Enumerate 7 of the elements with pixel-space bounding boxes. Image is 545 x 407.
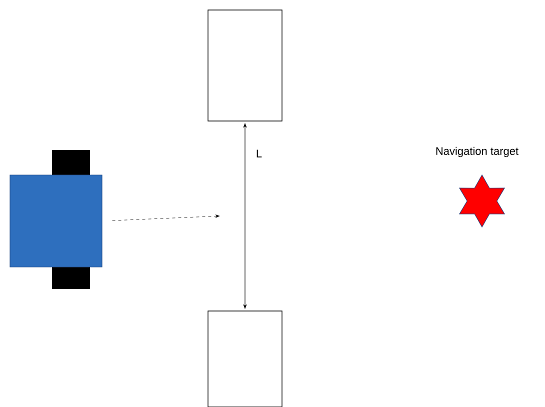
obstacle-box <box>208 310 282 407</box>
edge-label: L <box>254 148 264 158</box>
arrow <box>112 214 220 221</box>
robot-drawing <box>10 150 102 289</box>
obstacle-box <box>208 10 282 122</box>
target-star: Navigation target <box>436 146 518 228</box>
node-label: Navigation target <box>436 146 518 158</box>
